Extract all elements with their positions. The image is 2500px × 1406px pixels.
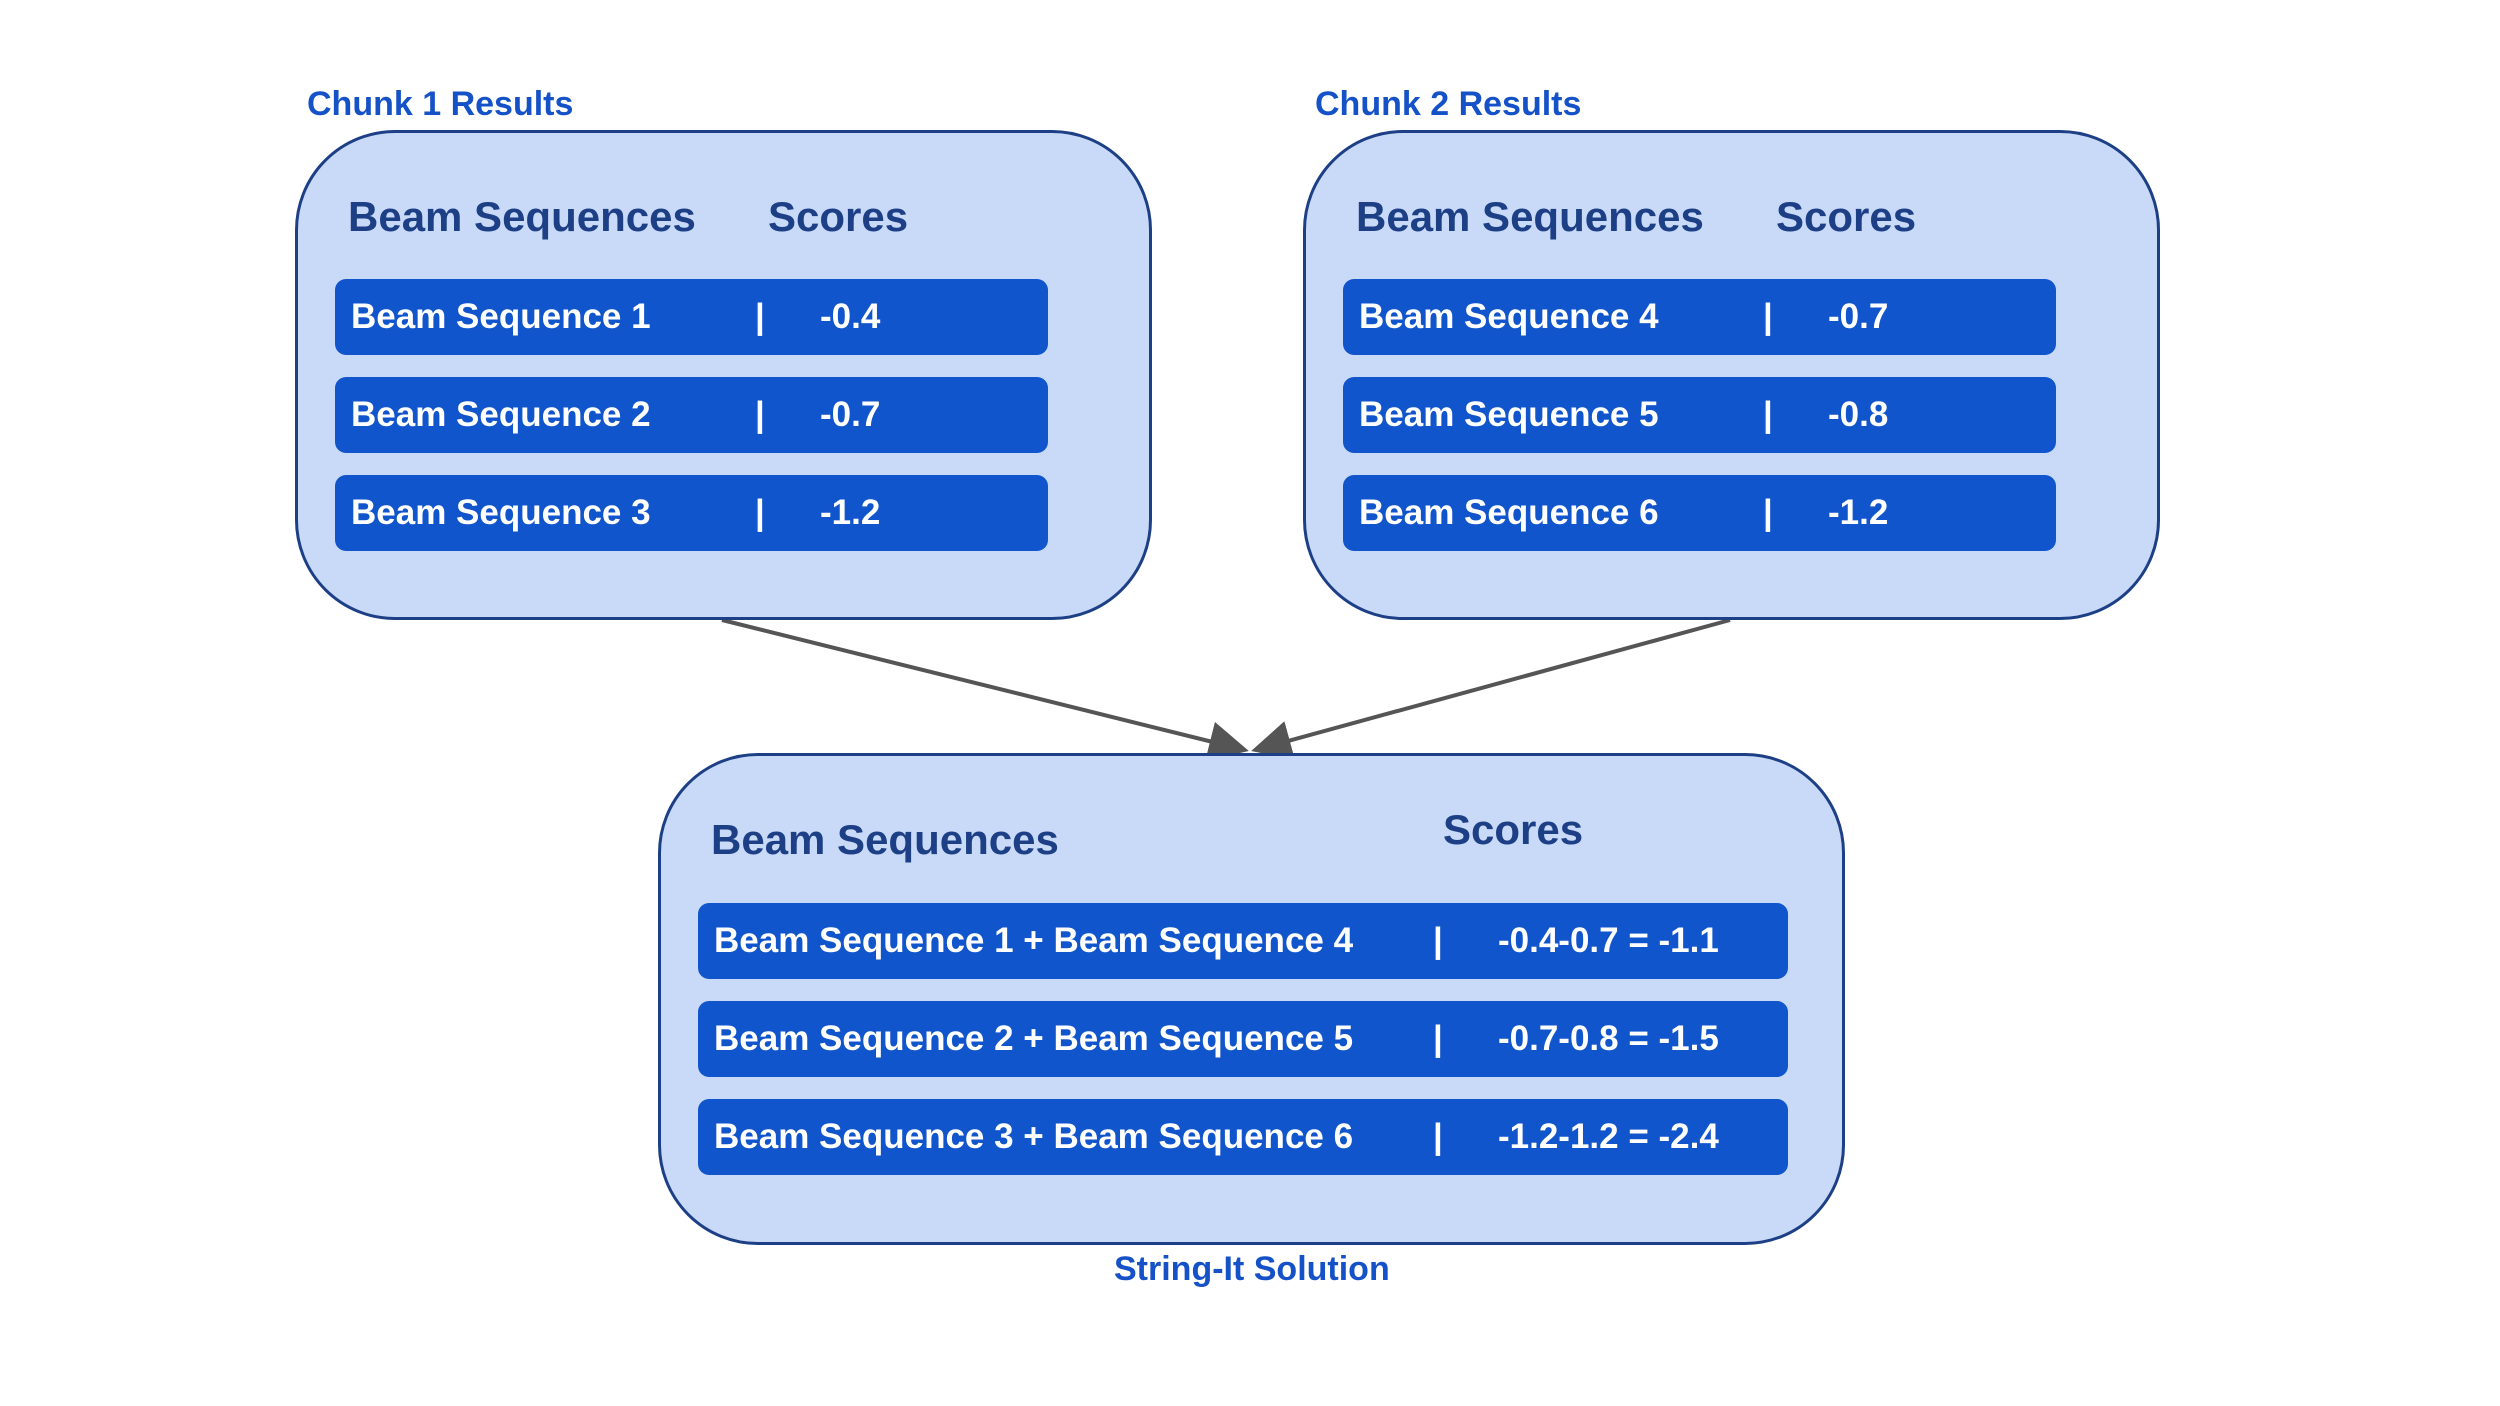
row-sequence: Beam Sequence 3 <box>351 493 651 532</box>
row-score: -0.4 <box>820 297 881 336</box>
chunk1-panel: Beam Sequences Scores Beam Sequence 1 | … <box>295 130 1152 620</box>
solution-row: Beam Sequence 2 + Beam Sequence 5 | -0.7… <box>698 1001 1788 1077</box>
row-separator: | <box>1433 1019 1443 1058</box>
chunk2-row: Beam Sequence 4 | -0.7 <box>1343 279 2056 355</box>
chunk2-row: Beam Sequence 6 | -1.2 <box>1343 475 2056 551</box>
row-sequence: Beam Sequence 4 <box>1359 297 1659 336</box>
chunk1-header-sequences: Beam Sequences <box>348 193 696 240</box>
solution-header-sequences: Beam Sequences <box>711 816 1059 863</box>
row-score: -0.7-0.8 = -1.5 <box>1498 1019 1719 1058</box>
row-separator: | <box>755 493 765 532</box>
row-score: -1.2 <box>820 493 881 532</box>
row-sequence: Beam Sequence 1 <box>351 297 651 336</box>
chunk2-header-sequences: Beam Sequences <box>1356 193 1704 240</box>
arrow-chunk1-to-solution <box>721 618 1249 761</box>
chunk2-caption: Chunk 2 Results <box>1315 85 1582 123</box>
chunk2-row: Beam Sequence 5 | -0.8 <box>1343 377 2056 453</box>
chunk2-header-scores: Scores <box>1776 193 1917 240</box>
row-score: -0.7 <box>820 395 881 434</box>
chunk1-header-scores: Scores <box>768 193 909 240</box>
chunk1-caption: Chunk 1 Results <box>307 85 574 123</box>
row-separator: | <box>1433 1117 1443 1156</box>
row-score: -0.4-0.7 = -1.1 <box>1498 921 1719 960</box>
row-separator: | <box>755 297 765 336</box>
row-score: -1.2 <box>1828 493 1889 532</box>
solution-caption: String-It Solution <box>1114 1250 1390 1288</box>
row-score: -1.2-1.2 = -2.4 <box>1498 1117 1719 1156</box>
solution-header-scores: Scores <box>1443 806 1584 853</box>
row-sequence: Beam Sequence 2 + Beam Sequence 5 <box>714 1019 1354 1058</box>
row-sequence: Beam Sequence 3 + Beam Sequence 6 <box>714 1117 1354 1156</box>
row-score: -0.7 <box>1828 297 1889 336</box>
row-separator: | <box>1433 921 1443 960</box>
chunk1-row: Beam Sequence 2 | -0.7 <box>335 377 1048 453</box>
chunk1-row: Beam Sequence 1 | -0.4 <box>335 279 1048 355</box>
arrow-chunk2-to-solution <box>1251 618 1731 760</box>
row-separator: | <box>1763 395 1773 434</box>
row-sequence: Beam Sequence 5 <box>1359 395 1659 434</box>
row-sequence: Beam Sequence 1 + Beam Sequence 4 <box>714 921 1354 960</box>
row-separator: | <box>1763 493 1773 532</box>
row-separator: | <box>1763 297 1773 336</box>
row-sequence: Beam Sequence 2 <box>351 395 651 434</box>
row-sequence: Beam Sequence 6 <box>1359 493 1659 532</box>
chunk2-panel: Beam Sequences Scores Beam Sequence 4 | … <box>1303 130 2160 620</box>
solution-row: Beam Sequence 1 + Beam Sequence 4 | -0.4… <box>698 903 1788 979</box>
solution-panel: Beam Sequences Scores Beam Sequence 1 + … <box>658 753 1845 1245</box>
row-separator: | <box>755 395 765 434</box>
chunk1-row: Beam Sequence 3 | -1.2 <box>335 475 1048 551</box>
row-score: -0.8 <box>1828 395 1889 434</box>
solution-row: Beam Sequence 3 + Beam Sequence 6 | -1.2… <box>698 1099 1788 1175</box>
